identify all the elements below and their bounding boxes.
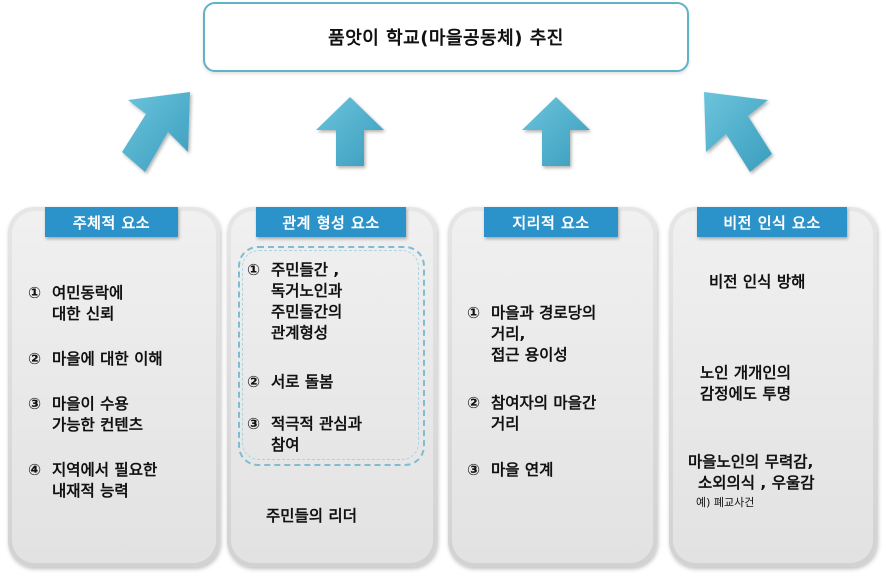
flow-step: 비전 인식 방해	[709, 273, 806, 291]
arrow-up-left-icon	[704, 92, 772, 172]
panel-vision-factors	[669, 207, 877, 567]
panel-header: 관계 형성 요소	[256, 207, 406, 237]
panel-relationship-factors	[227, 207, 437, 567]
dashed-group-border	[238, 246, 425, 466]
panel-geographic-factors	[448, 207, 657, 567]
arrow-up-icon	[316, 97, 384, 166]
arrow-up-right-icon	[122, 92, 190, 172]
panel-header: 주체적 요소	[45, 207, 178, 237]
arrow-up-icon	[522, 97, 590, 166]
dashed-group-border-inner	[242, 250, 419, 460]
flow-step-note: 예) 폐교사건	[696, 496, 755, 509]
panel-subject-factors	[8, 207, 220, 567]
title-box: 품앗이 학교(마을공동체) 추진	[203, 2, 689, 72]
panel-header: 지리적 요소	[484, 207, 618, 237]
panel-footer-text: 주민들의 리더	[266, 507, 357, 525]
panel-header: 비전 인식 요소	[697, 207, 847, 237]
flow-step: 노인 개개인의 감정에도 투명	[700, 364, 791, 403]
flow-step: 마을노인의 무력감, 소외의식 , 우울감	[688, 453, 815, 492]
diagram-title: 품앗이 학교(마을공동체) 추진	[328, 28, 564, 49]
